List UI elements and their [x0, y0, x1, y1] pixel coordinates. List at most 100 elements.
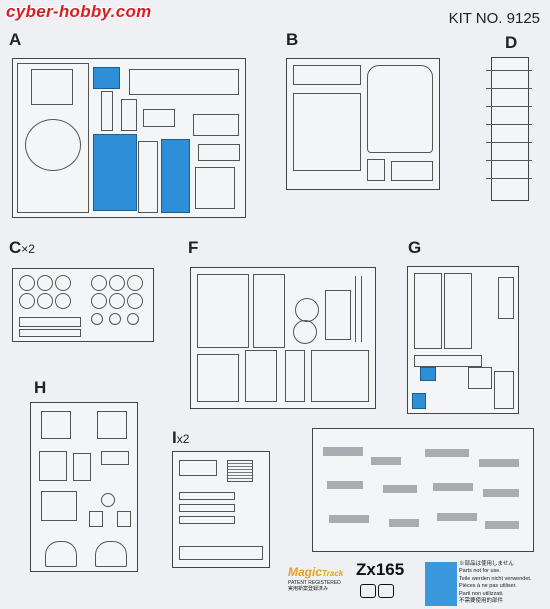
sprue-d-track-link: [486, 160, 532, 161]
sprue-h-part: [117, 511, 131, 527]
sprue-c-road-wheel: [109, 275, 125, 291]
sprue-d-track-link: [486, 88, 532, 89]
sprue-f-part: [311, 350, 369, 402]
patent-line-1: PATENT REGISTERED: [288, 580, 341, 586]
legend-line: Parti non utilizzati.: [459, 590, 504, 597]
sprue-a-part: [195, 167, 235, 209]
sprue-a-part: [198, 144, 240, 161]
sprue-i-part: [179, 492, 235, 500]
legend-line: 不需要使用的部件: [459, 598, 504, 605]
unused-parts-swatch: [425, 562, 457, 606]
sprue-a-part: [129, 69, 239, 95]
sprue-g-part: [414, 355, 482, 367]
sprue-metal: [312, 428, 534, 552]
sprue-c-road-wheel: [91, 293, 107, 309]
sprue-a-hull-part: [17, 63, 89, 213]
sprue-b-hull-rear-part: [293, 93, 361, 171]
sprue-g-label: G: [408, 238, 422, 257]
sprue-i: [172, 451, 270, 568]
sprue-b-hull-front-part: [367, 65, 433, 153]
sprue-c-road-wheel: [37, 293, 53, 309]
sprue-metal-part: [389, 519, 419, 527]
sprue-a-unused-part: [93, 134, 137, 211]
sprue-f-label: F: [188, 238, 199, 257]
sprue-metal-part: [327, 481, 363, 489]
sprue-metal-part: [329, 515, 369, 523]
sprue-f-hatch: [295, 298, 319, 322]
sprue-metal-part: [485, 521, 519, 529]
sprue-c-multiplier: ×2: [21, 242, 35, 256]
sprue-g: [407, 266, 519, 414]
sprue-c-road-wheel: [127, 275, 143, 291]
sprue-i-multiplier: x2: [176, 432, 190, 446]
sprue-i-grille-part: [227, 460, 253, 482]
sprue-h-part: [97, 411, 127, 439]
sprue-h-part: [95, 541, 127, 567]
sprue-c: [12, 268, 154, 342]
sprue-c-label: C×2: [9, 238, 35, 258]
sprue-a-label: A: [9, 30, 22, 49]
sprue-h-part: [41, 411, 71, 439]
sprue-h: [30, 402, 138, 572]
sprue-f: [190, 267, 376, 409]
sprue-a-turret-ring: [25, 119, 81, 171]
legend-line: Parts not for use.: [459, 568, 501, 575]
sprue-a-part: [121, 99, 137, 131]
sprue-d-track-link: [486, 70, 532, 71]
sprue-metal-part: [437, 513, 477, 521]
sprue-c-sprocket: [109, 313, 121, 325]
sprue-a: [12, 58, 246, 218]
sprue-i-part: [179, 546, 263, 560]
kit-number: KIT NO. 9125: [448, 10, 540, 27]
sprue-f-hatch: [293, 320, 317, 344]
sprue-b: [286, 58, 440, 190]
legend-line: ※部品は使用しません: [459, 561, 514, 567]
sprue-h-part: [101, 451, 129, 465]
sprue-b-part: [391, 161, 433, 181]
sprue-h-part: [89, 511, 103, 527]
sprue-c-road-wheel: [19, 293, 35, 309]
magic-track-logo: MagicTrack: [288, 565, 343, 579]
sprue-f-part: [197, 354, 239, 402]
sprue-i-part: [179, 516, 235, 524]
sprue-i-part: [179, 504, 235, 512]
sprue-a-part: [193, 114, 239, 136]
sprue-metal-part: [433, 483, 473, 491]
sprue-c-road-wheel: [55, 293, 71, 309]
sprue-f-part: [325, 290, 351, 340]
sprue-c-sprocket: [127, 313, 139, 325]
sprue-f-rod: [355, 276, 356, 342]
sprue-b-label: B: [286, 30, 299, 49]
patent-line-2: 実用新案登録済み: [288, 586, 329, 592]
magic-track-suffix: Track: [322, 569, 344, 578]
sprue-i-part: [179, 460, 217, 476]
sprue-a-part: [138, 141, 158, 213]
sprue-h-part: [45, 541, 77, 567]
sprue-c-sprocket: [91, 313, 103, 325]
legend-line: Pièces à ne pas utiliser.: [459, 583, 517, 590]
sprue-d-track-link: [486, 178, 532, 179]
sprue-i-letter: I: [172, 428, 177, 447]
sprue-d-label: D: [505, 33, 518, 52]
sprue-g-unused-part: [412, 393, 426, 409]
site-logo: cyber-hobby.com: [6, 2, 152, 21]
sprue-c-road-wheel: [19, 275, 35, 291]
sprue-b-part: [367, 159, 385, 181]
sprue-f-part: [253, 274, 285, 348]
sprue-metal-part: [425, 449, 469, 457]
sprue-b-part: [293, 65, 361, 85]
sprue-f-rod: [361, 276, 362, 342]
sprue-h-part: [39, 451, 67, 481]
magic-track-text: Magic: [288, 565, 323, 579]
sprue-g-part: [468, 367, 492, 389]
sprue-metal-part: [323, 447, 363, 456]
sprue-c-road-wheel: [37, 275, 53, 291]
sprue-c-part: [19, 329, 81, 337]
sprue-c-road-wheel: [127, 293, 143, 309]
sprue-g-fender-part: [414, 273, 442, 349]
zx-label: Zx165: [356, 560, 405, 579]
sprue-h-label: H: [34, 378, 47, 397]
sprue-c-part: [19, 317, 81, 327]
